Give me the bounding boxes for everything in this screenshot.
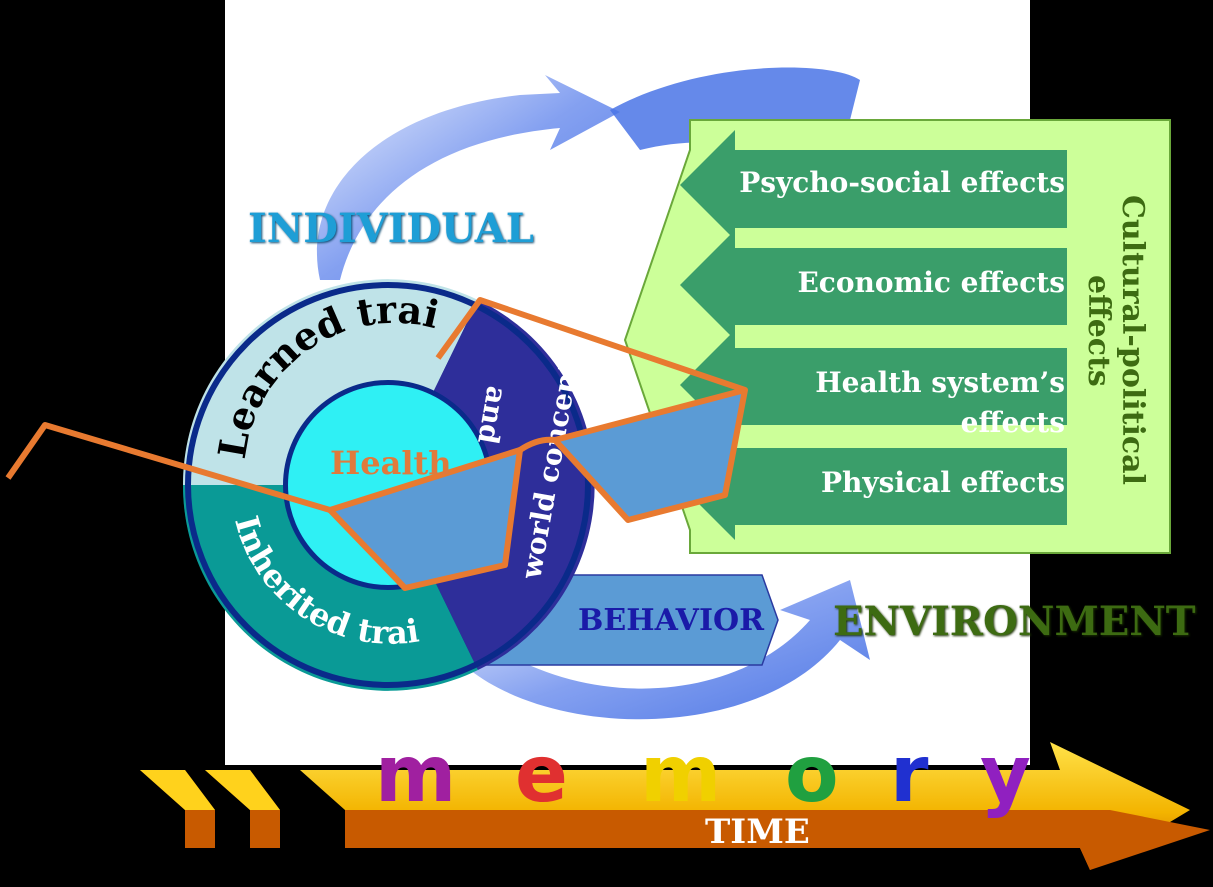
effect-arrow [680,130,1067,240]
glasses-temple-left [5,422,331,513]
memory-letter: o [785,730,839,820]
memory-letter: m [375,730,457,820]
environment-label: ENVIRONMENT [833,598,1196,645]
cultural-effects-label: effects [1081,275,1116,387]
effect-arrows [680,130,1067,540]
memory-letter: r [890,730,929,820]
glasses-lens-left [327,447,523,591]
effect-label: Physical effects [820,466,1065,499]
cycle-arrow-bottom [470,580,870,720]
cycle-arrow-top [316,75,620,280]
cultural-political-label: Cultural-political [1115,195,1150,485]
glasses-lens-right [552,387,748,523]
memory-word: m e m o r y [360,730,1060,820]
glasses-bridge [518,436,556,453]
health-label: Health [330,444,452,482]
individual-label: INDIVIDUAL [248,205,534,252]
effect-arrow [680,430,1067,540]
glasses-temple-right [435,297,746,393]
effect-label: Psycho-social effects [739,166,1065,199]
effect-label: Economic effects [797,266,1065,299]
memory-letter: m [640,730,722,820]
effects-panel [623,119,1171,554]
effect-arrow [680,330,1067,440]
effect-arrow [680,230,1067,340]
memory-letter: e [515,730,568,820]
time-arrow [140,742,1210,870]
effect-label: Health system’s effects [815,366,1065,439]
memory-letter: y [980,730,1031,820]
behavior-label: BEHAVIOR [578,603,765,638]
glasses [5,297,748,591]
time-label: TIME [705,812,810,852]
